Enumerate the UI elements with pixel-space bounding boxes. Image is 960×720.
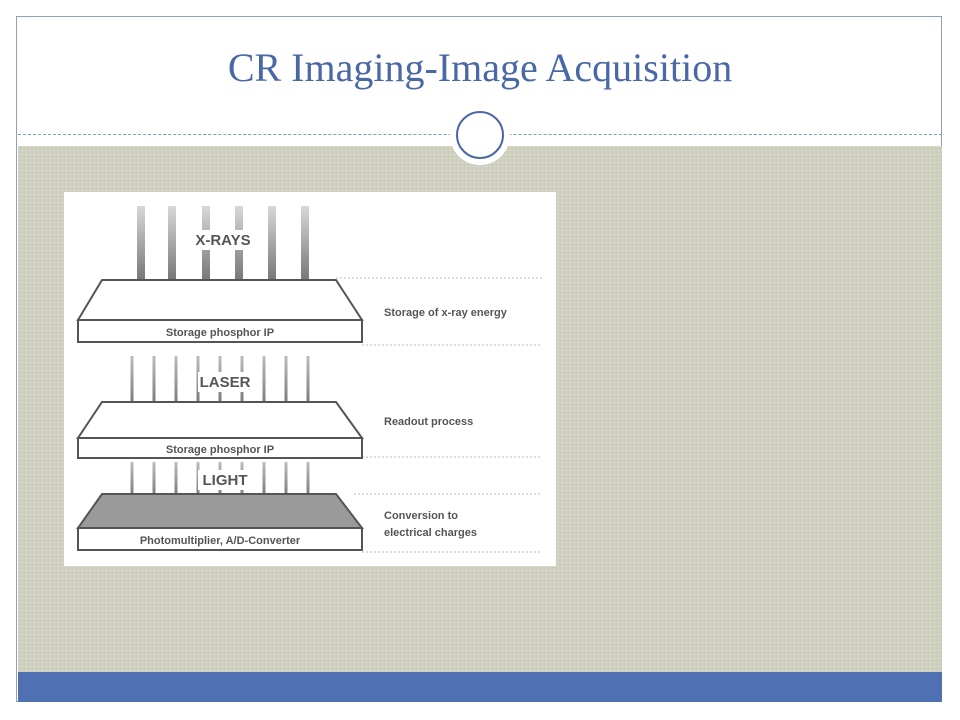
photomultiplier-plate — [76, 493, 365, 551]
cr-diagram-svg: X-RAYS Storage phosphor IP Storage of x-… — [76, 206, 542, 553]
light-label-bg — [198, 470, 252, 490]
slide-title: CR Imaging-Image Acquisition — [227, 45, 733, 90]
laser-label: LASER — [200, 374, 251, 391]
storage-plate-2 — [76, 401, 364, 459]
step-conversion-line1: Conversion to — [384, 510, 458, 522]
photomultiplier-label: Photomultiplier, A/D-Converter — [140, 535, 301, 547]
cr-diagram: X-RAYS Storage phosphor IP Storage of x-… — [64, 192, 556, 566]
xrays-label: X-RAYS — [195, 232, 250, 249]
ornament-ring — [456, 111, 504, 159]
footer-bar — [18, 672, 942, 702]
laser-label-bg — [198, 372, 252, 392]
storage-plate-1 — [76, 279, 364, 343]
step-storage-label: Storage of x-ray energy — [384, 307, 508, 319]
plate-2-label: Storage phosphor IP — [166, 444, 274, 456]
plate-1-label: Storage phosphor IP — [166, 327, 274, 339]
step-readout-label: Readout process — [384, 416, 473, 428]
xrays-label-bg — [190, 230, 256, 250]
divider-ornament — [450, 105, 510, 165]
light-label: LIGHT — [203, 472, 248, 489]
step-conversion-line2: electrical charges — [384, 527, 477, 539]
